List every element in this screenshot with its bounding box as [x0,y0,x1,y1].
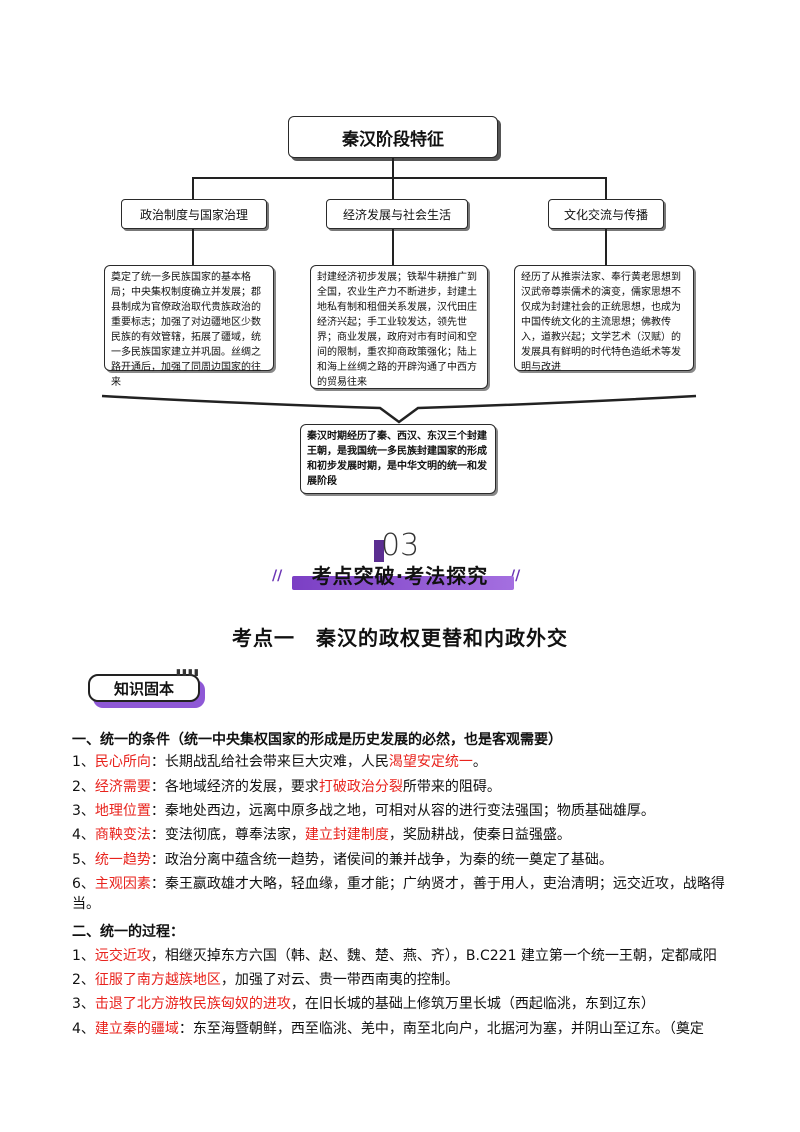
connector [192,177,194,199]
connector [192,229,194,265]
item-keyword: 建立秦的疆域 [94,1021,179,1037]
mindmap-title: 秦汉阶段特征 [288,116,498,158]
item-number: 4、 [72,1021,95,1037]
item-text: 打破政治分裂 [318,779,403,795]
summary-box: 秦汉时期经历了秦、西汉、东汉三个封建王朝，是我国统一多民族封建国家的形成和初步发… [300,424,496,494]
item-number: 3、 [72,996,95,1012]
item-text: ：各地域经济的发展，要求 [150,779,319,795]
item-text: 渴望安定统一 [388,754,473,770]
item-keyword: 远交近攻 [94,948,151,964]
heading-conditions: 一、统一的条件（统一中央集权国家的形成是历史发展的必然，也是客观需要） [72,732,562,748]
item-number: 1、 [72,754,95,770]
item-keyword: 主观因素 [94,876,151,892]
item-keyword: 统一趋势 [94,852,151,868]
heading-process: 二、统一的过程： [72,924,184,940]
item-number: 5、 [72,852,95,868]
category-economy: 经济发展与社会生活 [326,199,468,229]
item-keyword: 经济需要 [94,779,151,795]
section-title: 考点一 秦汉的政权更替和内政外交 [232,626,568,650]
item-keyword: 商鞅变法 [94,827,151,843]
item-number: 2、 [72,972,95,988]
conditions-item: 5、统一趋势：政治分离中蕴含统一趋势，诸侯间的兼并战争，为秦的统一奠定了基础。 [72,850,732,870]
process-item: 2、征服了南方越族地区，加强了对云、贵一带西南夷的控制。 [72,970,732,990]
item-text: ，在旧长城的基础上修筑万里长城（西起临洮，东到辽东） [290,996,655,1012]
process-item: 1、远交近攻，相继灭掉东方六国（韩、赵、魏、楚、燕、齐），B.C221 建立第一… [72,946,732,966]
connector [605,229,607,265]
banner-highlight [292,576,514,590]
knowledge-tag: 知识固本 [88,674,206,708]
item-number: 4、 [72,827,95,843]
conditions-item: 6、主观因素：秦王嬴政雄才大略，轻血缘，重才能；广纳贤才，善于用人，吏治清明；远… [72,874,732,914]
item-text: ：秦地处西边，远离中原多战之地，可相对从容的进行变法强国；物质基础雄厚。 [150,803,655,819]
item-keyword: 击退了北方游牧民族匈奴的进攻 [94,996,291,1012]
item-text: ，奖励耕战，使秦日益强盛。 [388,827,571,843]
item-text: ，加强了对云、贵一带西南夷的控制。 [220,972,459,988]
item-text: 所带来的阻碍。 [402,779,501,795]
conditions-item: 4、商鞅变法：变法彻底，尊奉法家，建立封建制度，奖励耕战，使秦日益强盛。 [72,825,732,845]
summary-brace [101,394,697,424]
section-number-bar [374,540,384,562]
item-keyword: 地理位置 [94,803,151,819]
tag-label: 知识固本 [88,674,200,702]
connector [392,177,394,199]
category-politics-desc: 奠定了统一多民族国家的基本格局；中央集权制度确立并发展；郡县制成为官僚政治取代贵… [104,265,274,388]
connector [392,158,394,178]
item-text: ：变法彻底，尊奉法家， [150,827,305,843]
connector [192,177,606,179]
banner-slash-left: // [272,568,283,584]
conditions-item: 3、地理位置：秦地处西边，远离中原多战之地，可相对从容的进行变法强国；物质基础雄… [72,801,732,821]
item-keyword: 民心所向 [94,754,151,770]
category-economy-desc: 封建经济初步发展；铁犁牛耕推广到全国，农业生产力不断进步，封建土地私有制和租佃关… [310,265,488,389]
connector [392,229,394,265]
banner-slash-right: // [510,568,521,584]
item-text: 。 [472,754,487,770]
conditions-item: 2、经济需要：各地域经济的发展，要求打破政治分裂所带来的阻碍。 [72,777,732,797]
item-keyword: 征服了南方越族地区 [94,972,221,988]
item-number: 1、 [72,948,95,964]
item-number: 3、 [72,803,95,819]
item-text: 建立封建制度 [304,827,389,843]
process-item: 3、击退了北方游牧民族匈奴的进攻，在旧长城的基础上修筑万里长城（西起临洮，东到辽… [72,994,732,1014]
item-text: ：秦王嬴政雄才大略，轻血缘，重才能；广纳贤才，善于用人，吏治清明；远交近攻，战略… [72,876,725,912]
connector [605,177,607,199]
item-text: ：长期战乱给社会带来巨大灾难，人民 [150,754,389,770]
item-number: 2、 [72,779,95,795]
category-politics: 政治制度与国家治理 [121,199,267,229]
item-text: ，相继灭掉东方六国（韩、赵、魏、楚、燕、齐），B.C221 建立第一个统一王朝，… [150,948,717,964]
banner-text: 考点突破·考法探究 [311,564,489,588]
item-text: ：政治分离中蕴含统一趋势，诸侯间的兼并战争，为秦的统一奠定了基础。 [150,852,613,868]
category-culture-desc: 经历了从推崇法家、奉行黄老思想到汉武帝尊崇儒术的演变，儒家思想不仅成为封建社会的… [514,265,694,373]
tag-rings-icon: ▮▮▮▮ [176,668,200,678]
process-item: 4、建立秦的疆域：东至海暨朝鲜，西至临洮、羌中，南至北向户，北据河为塞，并阴山至… [72,1019,732,1039]
section-number: 03 [381,528,420,563]
conditions-item: 1、民心所向：长期战乱给社会带来巨大灾难，人民渴望安定统一。 [72,752,732,772]
category-culture: 文化交流与传播 [548,199,664,229]
item-number: 6、 [72,876,95,892]
item-text: ：东至海暨朝鲜，西至临洮、羌中，南至北向户，北据河为塞，并阴山至辽东。（奠定 [178,1021,704,1037]
section-banner: 考点突破·考法探究 [280,560,520,592]
